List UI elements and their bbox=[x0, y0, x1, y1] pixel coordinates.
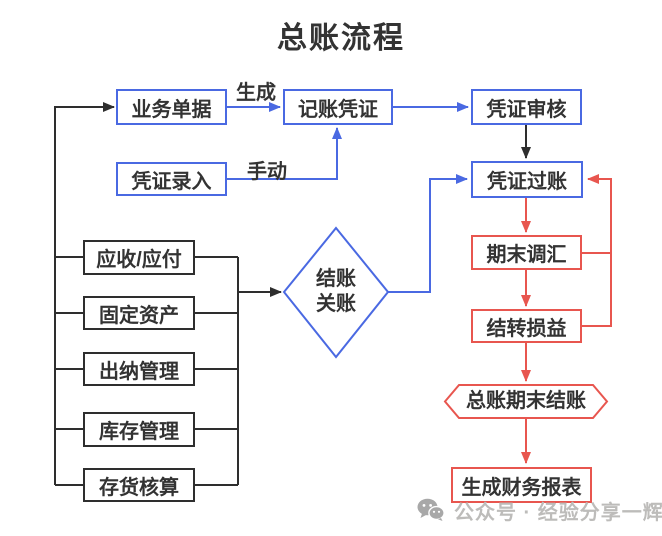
node-generate-financial-reports: 生成财务报表 bbox=[451, 467, 592, 503]
edge-entry-to-voucher bbox=[227, 127, 342, 180]
edge-right-rail-and-stubs bbox=[195, 256, 239, 486]
edge-left-rail-to-business-documents bbox=[54, 102, 115, 485]
watermark-text: 公众号 · 经验分享一辉 bbox=[454, 501, 662, 524]
node-accounting-voucher: 记账凭证 bbox=[283, 89, 393, 125]
closing-decision-line2: 关账 bbox=[316, 293, 356, 315]
edge-label-generate: 生成 bbox=[236, 82, 276, 104]
closing-decision-line1: 结账 bbox=[316, 268, 356, 290]
node-closing-decision-label: 结账 关账 bbox=[306, 267, 366, 317]
node-voucher-posting: 凭证过账 bbox=[471, 161, 583, 198]
node-voucher-entry: 凭证录入 bbox=[116, 162, 227, 196]
node-cashier-management: 出纳管理 bbox=[83, 352, 195, 386]
node-business-documents: 业务单据 bbox=[116, 89, 227, 125]
node-gl-period-end-closing-label: 总账期末结账 bbox=[466, 390, 586, 412]
node-receivable-payable: 应收/应付 bbox=[83, 240, 195, 275]
node-inventory-accounting: 存货核算 bbox=[83, 468, 195, 502]
page-title: 总账流程 bbox=[277, 22, 405, 55]
edge-left-rail-stubs bbox=[55, 256, 83, 486]
closing-decision-diamond bbox=[282, 226, 390, 359]
node-carry-forward-profit-loss: 结转损益 bbox=[471, 309, 582, 343]
node-fixed-assets: 固定资产 bbox=[83, 296, 195, 330]
watermark: 公众号 · 经验分享一辉 bbox=[417, 496, 662, 524]
edge-feedback-to-posting bbox=[582, 174, 612, 327]
edge-label-manual: 手动 bbox=[247, 161, 287, 183]
node-voucher-review: 凭证审核 bbox=[471, 89, 582, 125]
edge-diamond-to-posting bbox=[388, 174, 468, 293]
wechat-icon bbox=[417, 498, 445, 521]
gl-period-end-closing-hexagon bbox=[443, 384, 609, 419]
node-period-end-exchange-adjustment: 期末调汇 bbox=[471, 235, 582, 270]
node-inventory-management: 库存管理 bbox=[83, 412, 195, 447]
